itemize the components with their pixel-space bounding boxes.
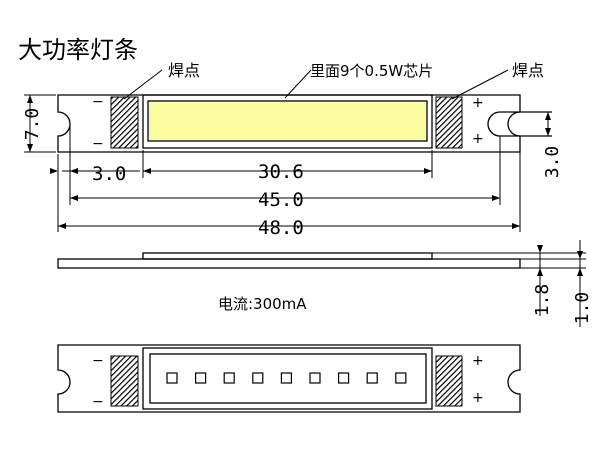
dimension-arrows bbox=[27, 95, 551, 229]
dim-emitter-length-label: 30.6 bbox=[258, 161, 304, 183]
bottom-minus-2: − bbox=[92, 394, 104, 410]
top-plus-2: + bbox=[472, 131, 484, 147]
drawing-title: 大功率灯条 bbox=[18, 36, 138, 64]
side-view bbox=[57, 252, 521, 269]
bottom-minus-1: − bbox=[92, 353, 104, 369]
led-chip bbox=[366, 372, 378, 384]
current-label: 电流:300mA bbox=[218, 295, 307, 313]
led-chip bbox=[223, 372, 235, 384]
led-chip bbox=[309, 372, 321, 384]
bottom-solder-pad-left bbox=[110, 355, 139, 407]
bottom-view bbox=[57, 344, 521, 413]
solder-label-left: 焊点 bbox=[168, 61, 200, 80]
solder-pad-left bbox=[110, 96, 139, 149]
top-minus-1: − bbox=[92, 94, 104, 110]
led-chip bbox=[195, 372, 207, 384]
bottom-emitter-inner bbox=[149, 353, 427, 404]
dim-side-thickness-label: 1.8 bbox=[532, 284, 553, 317]
solder-pad-right bbox=[435, 96, 463, 149]
dim-hole-diameter-label: 3.0 bbox=[542, 146, 563, 179]
led-chip bbox=[338, 372, 350, 384]
top-right-slot bbox=[487, 111, 552, 137]
led-chip bbox=[280, 372, 292, 384]
top-minus-2: − bbox=[92, 136, 104, 152]
led-chip bbox=[166, 372, 178, 384]
side-dimension-lines bbox=[432, 240, 586, 327]
chip-row bbox=[166, 372, 407, 384]
side-dimension-arrows bbox=[537, 245, 583, 276]
emitter-window bbox=[147, 100, 428, 142]
dim-hole-offset-label: 3.0 bbox=[92, 163, 126, 185]
bottom-solder-pad-right bbox=[435, 355, 463, 407]
led-chip bbox=[252, 372, 264, 384]
side-board bbox=[57, 258, 521, 269]
callout-leaders bbox=[123, 69, 509, 100]
bottom-plus-1: + bbox=[472, 353, 484, 369]
top-plus-1: + bbox=[472, 95, 484, 111]
phosphor-area bbox=[149, 102, 426, 140]
bottom-emitter-frame bbox=[142, 347, 433, 410]
bottom-board-outline bbox=[57, 344, 521, 413]
dim-board-thickness-label: 1.0 bbox=[572, 292, 593, 325]
dim-total-length-label: 48.0 bbox=[258, 217, 304, 239]
dim-pitch-label: 45.0 bbox=[258, 189, 304, 211]
chips-label: 里面9个0.5W芯片 bbox=[310, 62, 433, 80]
led-chip bbox=[395, 372, 407, 384]
dim-height-label: 7.0 bbox=[22, 108, 43, 141]
side-emitter bbox=[142, 252, 433, 260]
bottom-plus-2: + bbox=[472, 390, 484, 406]
solder-label-right: 焊点 bbox=[512, 61, 544, 80]
